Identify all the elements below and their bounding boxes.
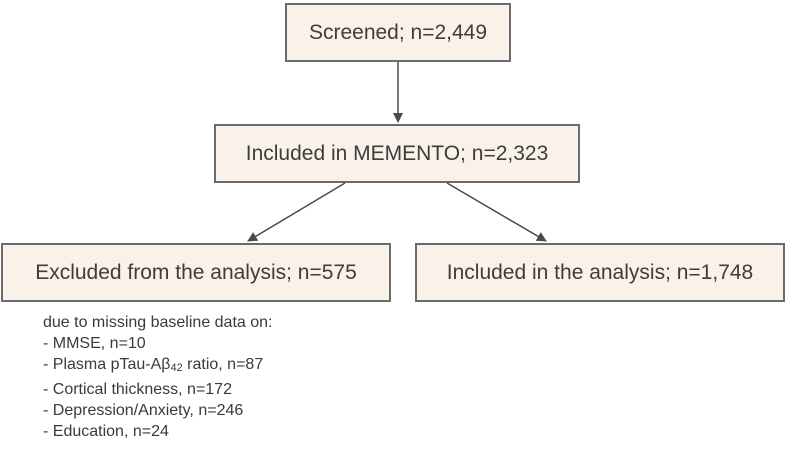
included-in-analysis-box: Included in the analysis; n=1,748 xyxy=(415,243,785,302)
exclusion-plasma: - Plasma pTau-Aβ42 ratio, n=87 xyxy=(43,354,272,379)
arrow-memento-to-excluded xyxy=(247,182,346,242)
included-label: Included in the analysis; n=1,748 xyxy=(446,260,754,284)
excluded-label: Excluded from the analysis; n=575 xyxy=(35,260,357,284)
exclusion-plasma-prefix: - Plasma pTau-Aβ xyxy=(43,356,171,373)
exclusion-header: due to missing baseline data on: xyxy=(43,314,273,331)
exclusion-education: - Education, n=24 xyxy=(43,423,169,440)
screened-label: Screened; n=2,449 xyxy=(308,20,488,44)
screened-box: Screened; n=2,449 xyxy=(285,3,511,62)
exclusion-depression: - Depression/Anxiety, n=246 xyxy=(43,402,244,419)
exclusion-plasma-suffix: ratio, n=87 xyxy=(182,356,264,373)
included-in-memento-box: Included in MEMENTO; n=2,323 xyxy=(214,124,580,183)
memento-label: Included in MEMENTO; n=2,323 xyxy=(245,141,549,165)
excluded-from-analysis-box: Excluded from the analysis; n=575 xyxy=(1,243,391,302)
arrow-memento-to-included xyxy=(446,182,547,242)
exclusion-cortical: - Cortical thickness, n=172 xyxy=(43,381,232,398)
exclusion-plasma-subscript: 42 xyxy=(170,362,183,374)
exclusion-reasons: due to missing baseline data on: - MMSE,… xyxy=(43,312,272,442)
exclusion-mmse: - MMSE, n=10 xyxy=(43,335,146,352)
